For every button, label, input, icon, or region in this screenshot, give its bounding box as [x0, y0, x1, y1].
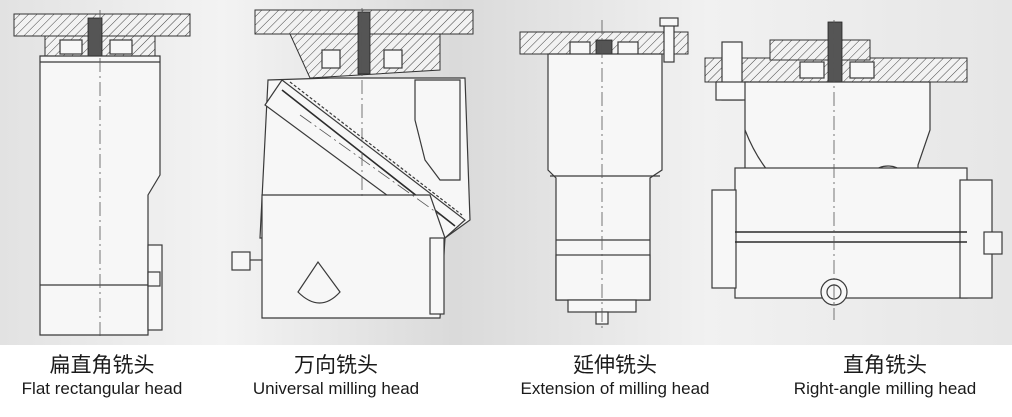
lower-body	[261, 194, 446, 319]
side-plug	[147, 271, 161, 287]
spindle-cover	[429, 237, 445, 315]
bearing-left	[59, 39, 83, 55]
caption-right-angle-milling-head: 直角铣头 Right-angle milling head	[762, 352, 1008, 400]
extension-milling-head-drawing	[519, 17, 689, 330]
lower-body	[734, 167, 968, 299]
bearing-right	[383, 49, 403, 69]
drive-spindle	[357, 11, 371, 75]
flat-rectangular-head-drawing	[13, 10, 191, 340]
side-cover	[147, 244, 163, 331]
caption-en: Right-angle milling head	[793, 379, 977, 398]
caption-cn: 直角铣头	[843, 353, 927, 377]
universal-milling-head-drawing	[231, 8, 474, 319]
graduated-scale	[289, 81, 463, 216]
swivel-axis	[299, 114, 441, 216]
caption-cn: 延伸铣头	[573, 353, 657, 377]
right-housing	[414, 79, 461, 181]
bearing-left	[799, 61, 825, 79]
bolt-head	[659, 17, 679, 27]
lower-collar	[555, 254, 651, 301]
caption-flat-rectangular-head: 扁直角铣头 Flat rectangular head	[0, 352, 204, 400]
right-angle-milling-head-drawing	[704, 20, 1003, 320]
head-body	[39, 55, 161, 336]
bearing-right	[109, 39, 133, 55]
inspection-window	[297, 260, 341, 304]
bearing-right	[849, 61, 875, 79]
side-plug	[983, 231, 1003, 255]
spindle-housing-section	[769, 39, 871, 61]
caption-universal-milling-head: 万向铣头 Universal milling head	[226, 352, 446, 400]
caption-en: Flat rectangular head	[21, 379, 183, 398]
caption-extension-milling-head: 延伸铣头 Extension of milling head	[495, 352, 735, 400]
bolt-nut	[715, 81, 749, 101]
technical-drawing-panel	[0, 0, 1012, 345]
caption-en: Universal milling head	[252, 379, 420, 398]
caption-cn: 万向铣头	[294, 353, 378, 377]
left-cover	[711, 189, 737, 289]
caption-en: Extension of milling head	[520, 379, 710, 398]
bearing-left	[321, 49, 341, 69]
side-plug	[231, 251, 251, 271]
caption-cn: 扁直角铣头	[49, 353, 155, 377]
